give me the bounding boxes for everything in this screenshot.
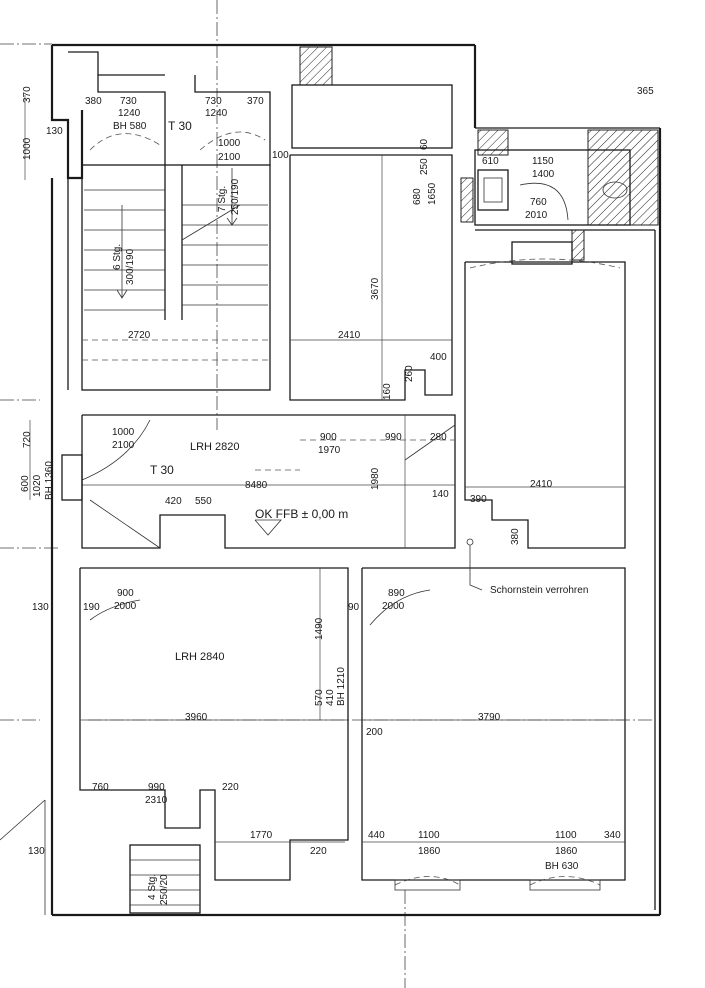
stair-ratio-2: 250/190: [230, 178, 241, 215]
door-w-3: 900: [320, 432, 337, 443]
sill-height-3: BH 1210: [336, 667, 347, 706]
door-w-6: 990: [148, 782, 165, 793]
window-h-2: 1240: [205, 108, 228, 119]
dim-140: 140: [432, 489, 449, 500]
level-label: OK FFB ± 0,00 m: [255, 507, 348, 521]
stair-steps-3: 4 Stg.: [147, 874, 158, 900]
dim-130b: 130: [32, 602, 49, 613]
dim-370a: 370: [22, 86, 33, 103]
dim-130c: 130: [28, 846, 45, 857]
door-h-1: 2100: [218, 152, 241, 163]
door-w-4: 900: [117, 588, 134, 599]
door-h-6: 2310: [145, 795, 168, 806]
dim-600: 600: [20, 475, 31, 492]
stair-hall: [81, 75, 271, 391]
dim-250: 250: [419, 158, 430, 175]
dim-390: 390: [470, 494, 487, 505]
corridor: [81, 414, 456, 549]
sill-height-2: BH 1360: [44, 461, 55, 500]
door-w-wc: 1150: [532, 156, 554, 167]
left-wall-elements: [24, 95, 83, 501]
bottom-left-lrh: LRH 2840: [175, 651, 225, 663]
dim-200: 200: [366, 727, 383, 738]
dim-440: 440: [368, 830, 385, 841]
dim-190: 190: [83, 602, 100, 613]
stair-ratio-1: 300/190: [125, 248, 136, 285]
stair-steps-2: 7 Stg.: [217, 186, 228, 212]
window-h-4: 1860: [555, 846, 578, 857]
room-bottom-left: [0, 567, 349, 915]
dim-100: 100: [272, 150, 289, 161]
dim-680: 680: [412, 188, 423, 205]
room-top-center: [289, 84, 453, 401]
dim-720: 720: [22, 431, 33, 448]
window-h-3: 1860: [418, 846, 441, 857]
dim-60: 60: [419, 138, 430, 150]
dim-220b: 220: [310, 846, 327, 857]
dim-1980: 1980: [370, 467, 381, 490]
hatched-elements: [299, 46, 659, 261]
door-w-2: 1000: [112, 427, 135, 438]
dim-760: 760: [92, 782, 109, 793]
window-w-4: 1100: [555, 830, 577, 841]
dim-380b: 380: [510, 528, 521, 545]
door-w-1: 1000: [218, 138, 241, 149]
room-top-width: 2410: [338, 330, 361, 341]
dim-1650: 1650: [427, 182, 438, 205]
room-bottom-right: [361, 538, 626, 891]
fire-door-label-2: T 30: [150, 463, 174, 477]
dim-1490: 1490: [314, 617, 325, 640]
dim-1020: 1020: [32, 474, 43, 497]
room-top-height: 3670: [370, 277, 381, 300]
room-right-middle: [464, 258, 626, 549]
dim-420: 420: [165, 496, 182, 507]
bottom-left-width: 3960: [185, 712, 208, 723]
dim-610: 610: [482, 156, 499, 167]
sill-height-4: BH 630: [545, 861, 579, 872]
dim-280: 280: [430, 432, 447, 443]
dim-550: 550: [195, 496, 212, 507]
wc-room: [474, 149, 631, 265]
dim-90: 90: [348, 602, 360, 613]
labels: 380 730 1240 BH 580 T 30 730 1240 370 10…: [20, 86, 654, 905]
dim-220a: 220: [222, 782, 239, 793]
dim-400: 400: [430, 352, 447, 363]
chimney-label: Schornstein verrohren: [490, 585, 588, 596]
corridor-lrh: LRH 2820: [190, 441, 240, 453]
door-h-3: 1970: [318, 445, 341, 456]
stair-ratio-3: 250/20: [159, 874, 170, 905]
dim-990: 990: [385, 432, 402, 443]
door-h-wc2: 2010: [525, 210, 548, 221]
door-h-4: 2000: [114, 601, 137, 612]
dim-370b: 370: [247, 96, 264, 107]
stair-hall-width: 2720: [128, 330, 151, 341]
dim-130a: 130: [46, 126, 63, 137]
door-w-5: 890: [388, 588, 405, 599]
door-h-2: 2100: [112, 440, 135, 451]
window-w-3: 1100: [418, 830, 440, 841]
window-h-1: 1240: [118, 108, 141, 119]
stair-steps-1: 6 Stg.: [112, 244, 123, 270]
door-h-wc: 1400: [532, 169, 555, 180]
dim-1770: 1770: [250, 830, 273, 841]
door-w-wc2: 760: [530, 197, 547, 208]
door-h-5: 2000: [382, 601, 405, 612]
dim-260: 260: [404, 365, 415, 382]
dim-410: 410: [325, 689, 336, 706]
bottom-right-width: 3790: [478, 712, 501, 723]
dim-570: 570: [314, 689, 325, 706]
corridor-length: 8480: [245, 480, 268, 491]
dim-160: 160: [382, 383, 393, 400]
window-w-1: 730: [120, 96, 137, 107]
dim-380: 380: [85, 96, 102, 107]
dim-1000: 1000: [22, 137, 33, 160]
sill-height-1: BH 580: [113, 121, 147, 132]
fire-door-label-1: T 30: [168, 119, 192, 133]
exterior-walls: [50, 43, 662, 917]
dim-340: 340: [604, 830, 621, 841]
dim-365: 365: [637, 86, 654, 97]
room-right-width: 2410: [530, 479, 553, 490]
window-w-2: 730: [205, 96, 222, 107]
